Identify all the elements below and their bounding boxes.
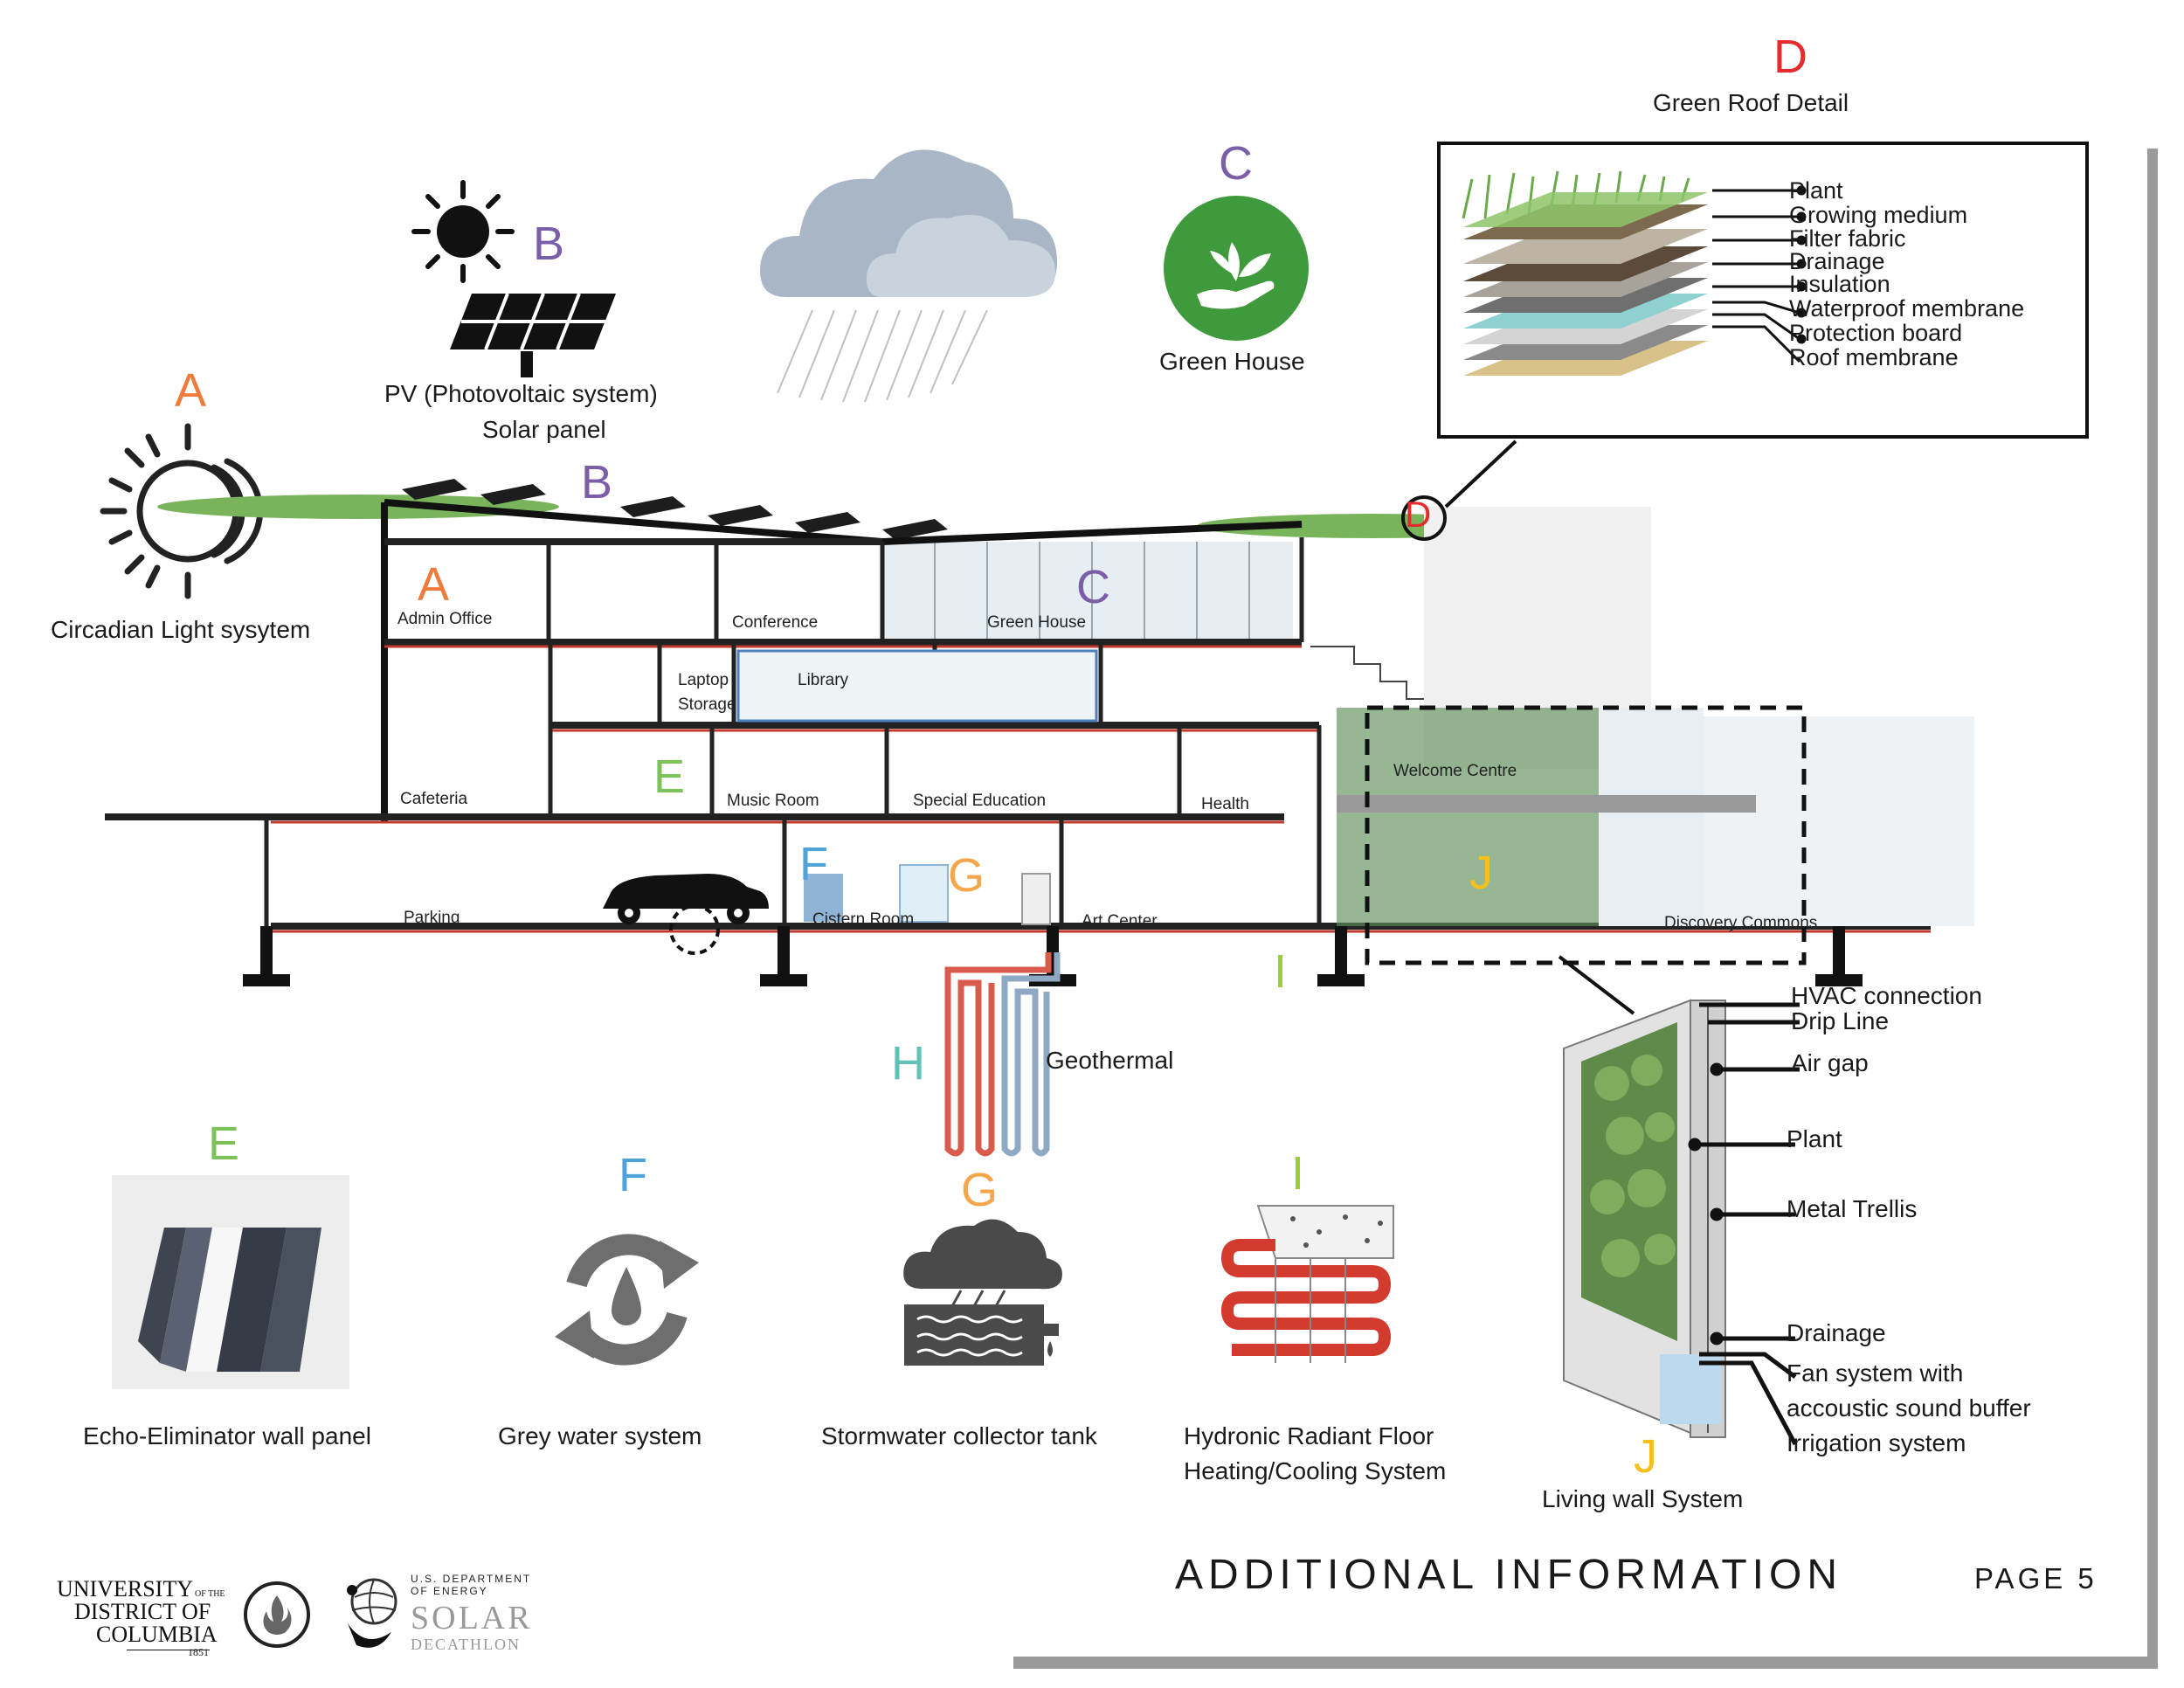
green-roof-layer-label: Drainage — [1789, 248, 1885, 274]
letter-a-admin: A — [418, 558, 450, 611]
letter-e-music: E — [653, 751, 686, 803]
caption-grey-water: Grey water system — [498, 1422, 702, 1449]
solar-decathlon-logo-icon — [347, 1578, 397, 1648]
green-roof-layer-label: Growing medium — [1789, 202, 1968, 228]
living-wall-label: Air gap — [1791, 1049, 1869, 1076]
page-shadow-right — [2147, 149, 2158, 1667]
caption-stormwater: Stormwater collector tank — [821, 1422, 1097, 1449]
living-wall-illustration — [1563, 999, 1726, 1438]
rain-cloud-icon — [760, 149, 1057, 403]
room-conference: Conference — [732, 613, 819, 632]
letter-j-welcome: J — [1469, 847, 1493, 899]
flame-seal-icon — [244, 1581, 310, 1648]
letter-a-top: A — [175, 364, 207, 417]
green-roof-title: Green Roof Detail — [1653, 89, 1849, 116]
caption-echo-eliminator: Echo-Eliminator wall panel — [83, 1422, 371, 1449]
room-library: Library — [798, 671, 849, 689]
green-roof-layers-illustration — [1462, 170, 1708, 376]
letter-d-top: D — [1773, 31, 1807, 83]
page-shadow-bottom — [1013, 1657, 2158, 1669]
living-wall-label: accoustic sound buffer — [1787, 1394, 2031, 1422]
letter-c-greenhouse: C — [1076, 561, 1110, 613]
letter-f-cistern: F — [799, 838, 828, 890]
room-cistern: Cistern Room — [812, 910, 915, 929]
letter-b-top: B — [533, 218, 565, 270]
green-roof-leader — [1444, 439, 1517, 508]
green-house-label: Green House — [1159, 348, 1305, 375]
letter-i-floor: I — [1274, 945, 1288, 998]
room-welcome-centre: Welcome Centre — [1393, 762, 1517, 780]
living-wall-label: Drainage — [1787, 1319, 1886, 1346]
green-roof-layer-label: Waterproof membrane — [1789, 295, 2025, 322]
living-wall-title: Living wall System — [1542, 1485, 1744, 1512]
room-admin-office: Admin Office — [397, 610, 493, 628]
letter-j-living-wall: J — [1634, 1430, 1657, 1483]
room-special-education: Special Education — [913, 792, 1047, 810]
green-roof-leader-lines — [1712, 185, 1807, 363]
caption-radiant-floor-line2: Heating/Cooling System — [1184, 1457, 1447, 1484]
letter-g-bottom: G — [961, 1164, 999, 1216]
caption-radiant-floor-line1: Hydronic Radiant Floor — [1184, 1422, 1434, 1449]
green-house-icon — [1164, 196, 1309, 341]
geothermal-loops — [944, 952, 1061, 1157]
room-laptop-line2: Storage — [678, 695, 736, 714]
doe-solar-decathlon-text: U.S. DEPARTMENT OF ENERGY SOLAR DECATHLO… — [411, 1573, 533, 1653]
green-roof-layer-label: Roof membrane — [1789, 344, 1959, 370]
grey-water-recycle-icon — [555, 1234, 699, 1366]
sun-icon — [411, 180, 515, 283]
room-health: Health — [1201, 795, 1249, 813]
living-wall-label: HVAC connection — [1791, 982, 1982, 1009]
building-section — [105, 479, 1974, 986]
living-wall-label: Fan system with — [1787, 1359, 1964, 1387]
letter-h-geothermal: H — [891, 1037, 925, 1090]
green-roof-layer-label: Filter fabric — [1789, 225, 1906, 252]
page-number: PAGE 5 — [1974, 1562, 2098, 1595]
letter-f-bottom: F — [619, 1149, 647, 1201]
letter-c-top: C — [1219, 137, 1253, 190]
letter-i-bottom: I — [1291, 1147, 1305, 1200]
green-roof-layer-label: Plant — [1789, 177, 1843, 204]
living-wall-label: Irrigation system — [1787, 1429, 1966, 1456]
letter-g-cistern: G — [948, 849, 985, 902]
room-green-house: Green House — [987, 613, 1087, 632]
circadian-light-label: Circadian Light sysytem — [51, 616, 311, 643]
letter-e-bottom: E — [208, 1117, 240, 1170]
solar-panel-icon — [450, 293, 616, 377]
room-parking: Parking — [404, 909, 460, 927]
room-cafeteria: Cafeteria — [400, 790, 468, 808]
room-art-center: Art Center — [1082, 912, 1158, 930]
room-discovery-commons: Discovery Commons — [1664, 914, 1818, 932]
living-wall-label: Metal Trellis — [1787, 1195, 1918, 1222]
circadian-light-icon — [100, 423, 264, 599]
living-wall-leader-lines — [1688, 1002, 1800, 1446]
living-wall-callout-leader — [1558, 955, 1635, 1015]
echo-eliminator-panel-icon — [112, 1175, 349, 1389]
room-laptop-line1: Laptop — [678, 671, 729, 689]
letter-d-marker: D — [1405, 494, 1432, 535]
pv-label-line1: PV (Photovoltaic system) — [384, 380, 658, 407]
radiant-floor-icon — [1220, 1205, 1394, 1363]
pv-label-line2: Solar panel — [482, 416, 606, 443]
living-wall-label: Drip Line — [1791, 1007, 1890, 1034]
green-roof-detail-box — [1437, 142, 2089, 439]
stormwater-tank-icon — [903, 1219, 1062, 1366]
green-roof-layer-label: Protection board — [1789, 320, 1963, 346]
letter-b-roof: B — [581, 456, 613, 508]
living-wall-label: Plant — [1787, 1125, 1842, 1152]
green-roof-layer-label: Insulation — [1789, 271, 1890, 297]
page-title: ADDITIONAL INFORMATION — [1175, 1552, 1843, 1598]
geothermal-label: Geothermal — [1046, 1047, 1174, 1074]
room-music: Music Room — [727, 792, 819, 810]
